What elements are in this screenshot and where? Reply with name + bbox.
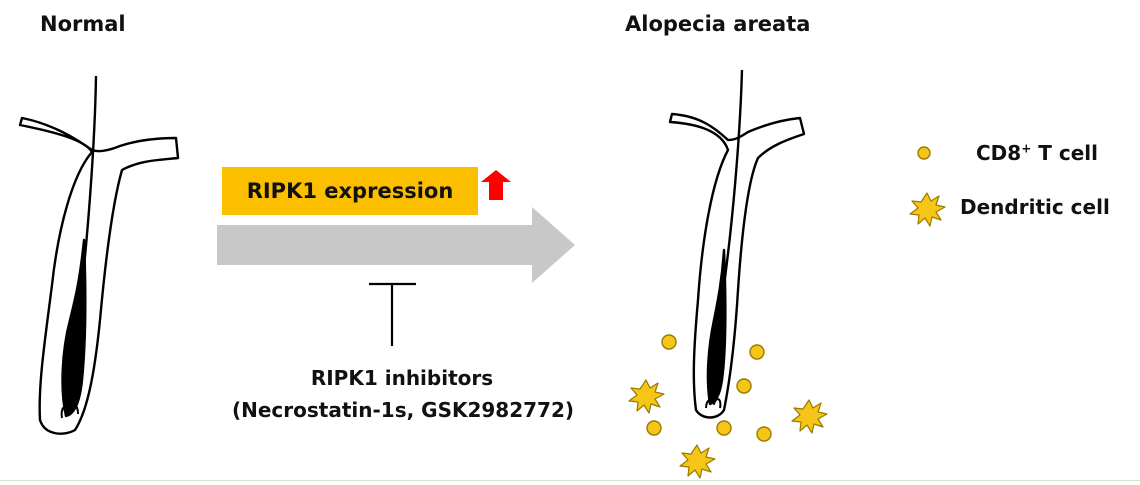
ripk1-expression-label: RIPK1 expression bbox=[246, 179, 454, 203]
cd8-t-cells bbox=[646, 334, 772, 442]
cd8-t-cell bbox=[756, 426, 772, 442]
legend-dendritic-label: Dendritic cell bbox=[960, 195, 1110, 219]
legend-cd8-rest: T cell bbox=[1031, 141, 1098, 165]
legend-cd8-label: CD8+ T cell bbox=[976, 141, 1098, 165]
inhibitor-examples: (Necrostatin-1s, GSK2982772) bbox=[231, 398, 575, 422]
legend-cd8-icon bbox=[917, 146, 931, 160]
cd8-t-cell bbox=[646, 420, 662, 436]
dendritic-cell bbox=[628, 379, 665, 414]
normal-title: Normal bbox=[40, 12, 126, 36]
progression-arrow bbox=[217, 207, 575, 283]
alopecia-areata-title: Alopecia areata bbox=[625, 12, 811, 36]
inhibitor-title: RIPK1 inhibitors bbox=[310, 366, 494, 390]
dendritic-cell bbox=[791, 399, 828, 434]
cd8-t-cell bbox=[716, 420, 732, 436]
increase-arrow-icon bbox=[481, 170, 511, 200]
cd8-t-cell bbox=[661, 334, 677, 350]
inhibition-symbol bbox=[369, 282, 416, 346]
dendritic-cell bbox=[679, 444, 716, 479]
aa-hair-follicle bbox=[668, 69, 806, 419]
normal-hair-follicle bbox=[18, 75, 180, 435]
legend-cd8-main: CD8 bbox=[976, 141, 1022, 165]
dendritic-cells bbox=[628, 379, 828, 479]
bottom-divider bbox=[0, 480, 1140, 481]
cd8-t-cell bbox=[749, 344, 765, 360]
legend-dendritic-icon bbox=[909, 192, 946, 227]
ripk1-expression-box: RIPK1 expression bbox=[222, 167, 478, 215]
legend-cd8-sup: + bbox=[1021, 141, 1032, 156]
cd8-t-cell bbox=[736, 378, 752, 394]
